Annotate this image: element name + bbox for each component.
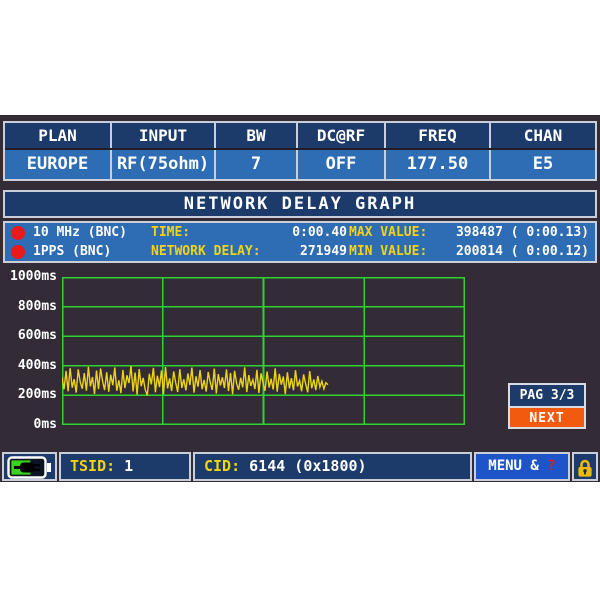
menu-label: MENU & [488,458,539,474]
ref-1pps-led-icon [11,245,25,259]
network-delay-value: 271949 [300,244,347,259]
delay-trace [62,366,329,396]
analyzer-screen: PLAN INPUT BW DC@RF FREQ CHAN EUROPE RF(… [0,115,600,482]
tsid-value: 1 [115,457,134,475]
ref-10mhz-label: 10 MHz (BNC) [33,225,127,240]
param-header-input: INPUT [110,123,214,148]
param-value-input: RF(75ohm) [110,150,214,179]
status-row-2: 1PPS (BNC) NETWORK DELAY: 271949 MIN VAL… [5,242,595,261]
ref-10mhz-led-icon [11,226,25,240]
ytick-600ms: 600ms [17,328,57,343]
page-title: NETWORK DELAY GRAPH [3,190,597,218]
pager-control: PAG 3/3 NEXT [508,383,586,429]
min-value: 200814 ( 0:00.12) [455,244,589,259]
chart-grid [62,277,465,425]
help-question-mark: ? [547,458,556,474]
ytick-0ms: 0ms [33,417,57,432]
max-value-label: MAX VALUE: [349,225,428,240]
param-value-freq: 177.50 [384,150,489,179]
page-indicator: PAG 3/3 [510,385,584,406]
cid-label: CID: [204,457,241,475]
cid-readout: CID: 6144 (0x1800) [193,452,472,481]
status-row-1: 10 MHz (BNC) TIME: 0:00.40 MAX VALUE: 39… [5,223,595,242]
time-label: TIME: [151,225,191,240]
battery-indicator [2,452,57,481]
ytick-400ms: 400ms [17,358,57,373]
param-value-dcrf: OFF [296,150,384,179]
param-table: PLAN INPUT BW DC@RF FREQ CHAN EUROPE RF(… [3,121,597,181]
network-delay-label: NETWORK DELAY: [151,244,261,259]
padlock-icon [578,459,592,477]
param-table-value-row: EUROPE RF(75ohm) 7 OFF 177.50 E5 [5,150,595,179]
param-header-freq: FREQ [384,123,489,148]
param-header-bw: BW [214,123,296,148]
max-value: 398487 ( 0:00.13) [455,225,589,240]
lock-indicator[interactable] [572,452,598,481]
param-table-header-row: PLAN INPUT BW DC@RF FREQ CHAN [5,123,595,150]
param-header-dcrf: DC@RF [296,123,384,148]
param-header-plan: PLAN [38,126,77,145]
next-page-button[interactable]: NEXT [510,406,584,427]
ytick-200ms: 200ms [17,387,57,402]
ref-1pps-label: 1PPS (BNC) [33,244,112,259]
battery-charging-icon [7,455,51,479]
param-value-chan: E5 [489,150,595,179]
tsid-label: TSID: [70,457,116,475]
param-header-chan: CHAN [489,123,595,148]
time-value: 0:00.40 [292,225,347,240]
network-delay-chart [62,277,465,425]
param-value-plan: EUROPE [26,154,89,174]
cid-value: 6144 (0x1800) [240,457,367,475]
ytick-1000ms: 1000ms [10,269,57,284]
ytick-800ms: 800ms [17,299,57,314]
menu-help-button[interactable]: MENU & ? [474,452,570,481]
tsid-readout: TSID: 1 [59,452,191,481]
status-panel: 10 MHz (BNC) TIME: 0:00.40 MAX VALUE: 39… [3,221,597,263]
min-value-label: MIN VALUE: [349,244,428,259]
param-value-bw: 7 [214,150,296,179]
